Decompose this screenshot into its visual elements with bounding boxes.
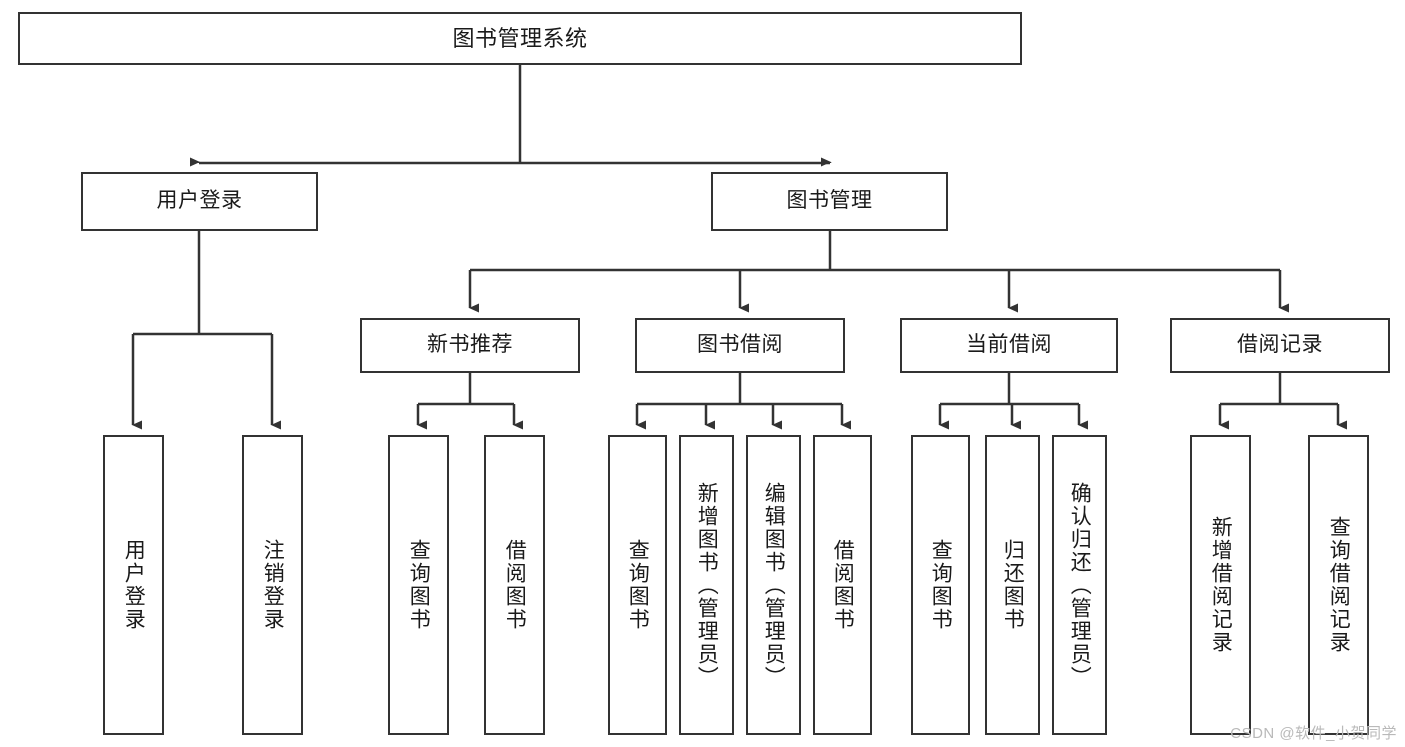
- node-leaf_user_logout[interactable]: 注销登录: [242, 435, 303, 735]
- node-label: 当前借阅: [966, 333, 1052, 357]
- node-leaf_edit_book[interactable]: 编辑图书（管理员）: [746, 435, 801, 735]
- node-new_book_rec[interactable]: 新书推荐: [360, 318, 580, 373]
- node-borrow_record[interactable]: 借阅记录: [1170, 318, 1390, 373]
- node-leaf_query_record[interactable]: 查询借阅记录: [1308, 435, 1369, 735]
- node-label: 图书管理: [786, 189, 873, 213]
- node-label: 查询图书: [407, 539, 431, 631]
- node-label: 注销登录: [261, 539, 285, 631]
- node-label: 借阅图书: [831, 539, 855, 631]
- node-book_borrow[interactable]: 图书借阅: [635, 318, 845, 373]
- node-label: 新增图书（管理员）: [695, 481, 719, 689]
- node-label: 查询图书: [626, 539, 650, 631]
- node-label: 借阅记录: [1237, 333, 1323, 357]
- node-label: 归还图书: [1001, 539, 1025, 631]
- node-leaf_confirm_return[interactable]: 确认归还（管理员）: [1052, 435, 1107, 735]
- node-leaf_return_book[interactable]: 归还图书: [985, 435, 1040, 735]
- node-label: 新增借阅记录: [1209, 516, 1233, 654]
- watermark-text: CSDN @软件_小贺同学: [1230, 725, 1397, 742]
- node-leaf_query_book_1[interactable]: 查询图书: [388, 435, 449, 735]
- node-label: 新书推荐: [427, 333, 513, 357]
- node-user_login[interactable]: 用户登录: [81, 172, 318, 231]
- node-current_borrow[interactable]: 当前借阅: [900, 318, 1118, 373]
- node-label: 图书借阅: [697, 333, 783, 357]
- node-label: 查询图书: [929, 539, 953, 631]
- node-leaf_query_book_3[interactable]: 查询图书: [911, 435, 970, 735]
- node-label: 图书管理系统: [452, 25, 588, 51]
- node-leaf_query_book_2[interactable]: 查询图书: [608, 435, 667, 735]
- node-label: 查询借阅记录: [1327, 516, 1351, 654]
- node-leaf_add_record[interactable]: 新增借阅记录: [1190, 435, 1251, 735]
- node-book_manage[interactable]: 图书管理: [711, 172, 948, 231]
- node-leaf_add_book[interactable]: 新增图书（管理员）: [679, 435, 734, 735]
- node-leaf_borrow_book_2[interactable]: 借阅图书: [813, 435, 872, 735]
- node-label: 编辑图书（管理员）: [762, 481, 786, 689]
- node-leaf_borrow_book_1[interactable]: 借阅图书: [484, 435, 545, 735]
- node-label: 借阅图书: [503, 539, 527, 631]
- node-label: 确认归还（管理员）: [1068, 481, 1092, 689]
- node-root[interactable]: 图书管理系统: [18, 12, 1022, 65]
- node-label: 用户登录: [122, 539, 146, 631]
- node-leaf_user_login[interactable]: 用户登录: [103, 435, 164, 735]
- node-label: 用户登录: [156, 189, 243, 213]
